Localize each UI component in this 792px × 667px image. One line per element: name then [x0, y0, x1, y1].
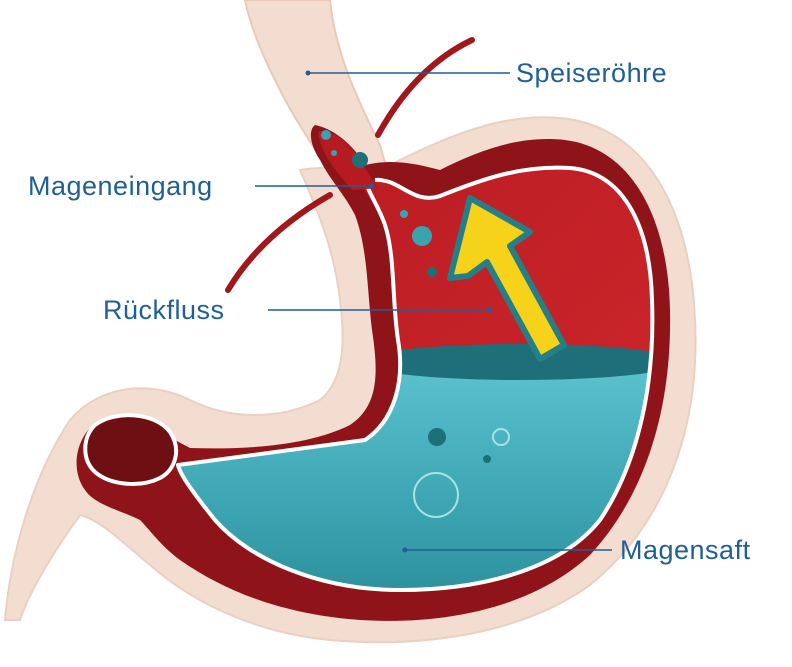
bubble [321, 130, 331, 140]
juice-surface [360, 344, 680, 380]
bubble [352, 152, 368, 168]
bubble [428, 428, 446, 446]
bubble [331, 150, 337, 156]
bubble [412, 226, 432, 246]
sphincter-curve-lower [228, 195, 330, 290]
label-cardia: Mageneingang [28, 171, 213, 201]
label-esophagus: Speiseröhre [516, 58, 667, 88]
sphincter-curve-upper [378, 40, 472, 135]
bubble [427, 267, 437, 277]
bubble [483, 455, 491, 463]
bubble [400, 210, 408, 218]
label-reflux: Rückfluss [103, 295, 225, 325]
label-gastric-juice: Magensaft [620, 535, 751, 565]
pylorus-knob [85, 415, 176, 484]
